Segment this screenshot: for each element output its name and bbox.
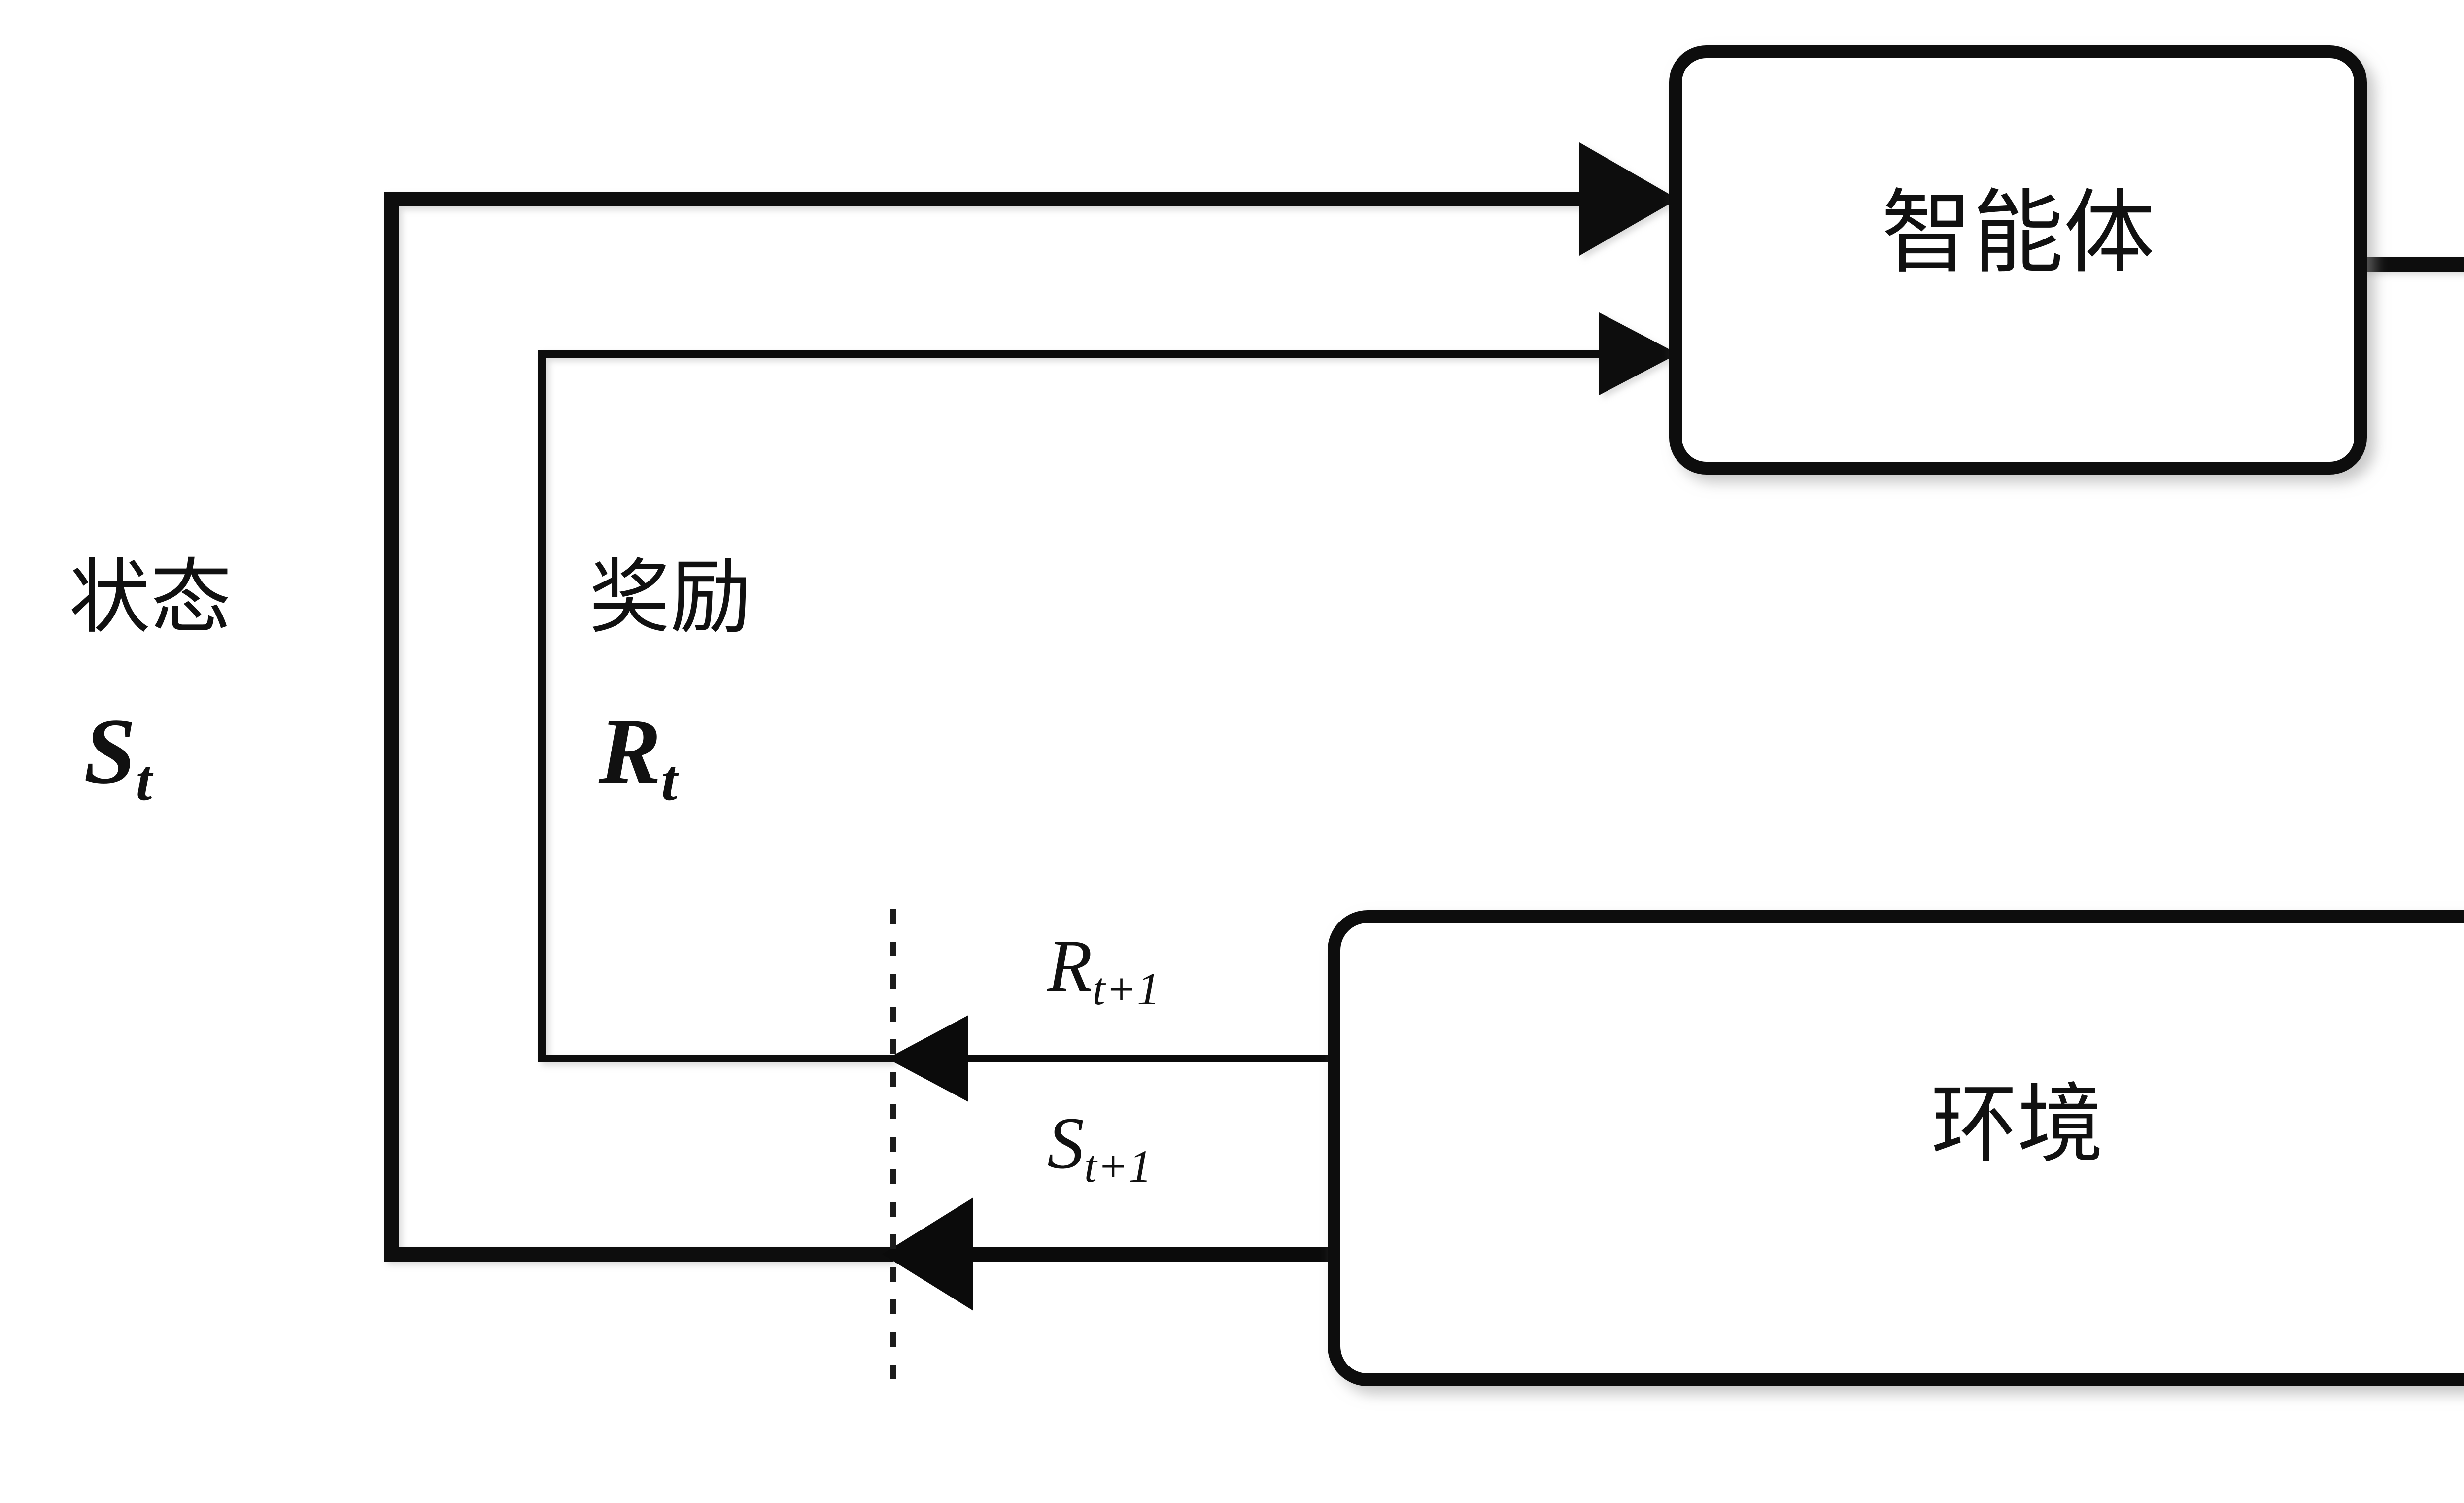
reward-subscript: t: [661, 749, 678, 813]
state-arrowhead: [1579, 142, 1678, 256]
environment-box[interactable]: [1328, 910, 2464, 1386]
state-symbol: S: [84, 700, 136, 803]
reward-next-arrow: [887, 1015, 1334, 1102]
reward-next-symbol: R: [1047, 925, 1093, 1007]
state-next-symbol: S: [1047, 1102, 1084, 1184]
agent-box-label: 智能体: [1881, 179, 2155, 286]
environment-box-label: 环境: [1931, 1075, 2104, 1175]
state-symbol-label: St: [84, 705, 153, 810]
reward-symbol: R: [599, 700, 661, 803]
state-next-arrowhead: [882, 1197, 973, 1311]
reward-next-arrowhead: [887, 1015, 968, 1102]
state-path: [384, 142, 1678, 1262]
reward-path: [538, 312, 1678, 1062]
agent-box[interactable]: [1669, 45, 2367, 475]
reward-next-subscript: t+1: [1092, 963, 1161, 1015]
state-next-subscript: t+1: [1084, 1141, 1152, 1192]
reward-channel-label: 奖励: [589, 550, 752, 645]
reward-symbol-label: Rt: [599, 705, 678, 810]
state-next-arrow: [882, 1197, 1334, 1311]
state-channel-label: 状态: [69, 550, 232, 645]
state-subscript: t: [136, 749, 153, 813]
state-next-label: St+1: [1047, 1106, 1152, 1190]
reward-arrowhead: [1599, 312, 1678, 395]
reward-next-label: Rt+1: [1047, 929, 1161, 1012]
